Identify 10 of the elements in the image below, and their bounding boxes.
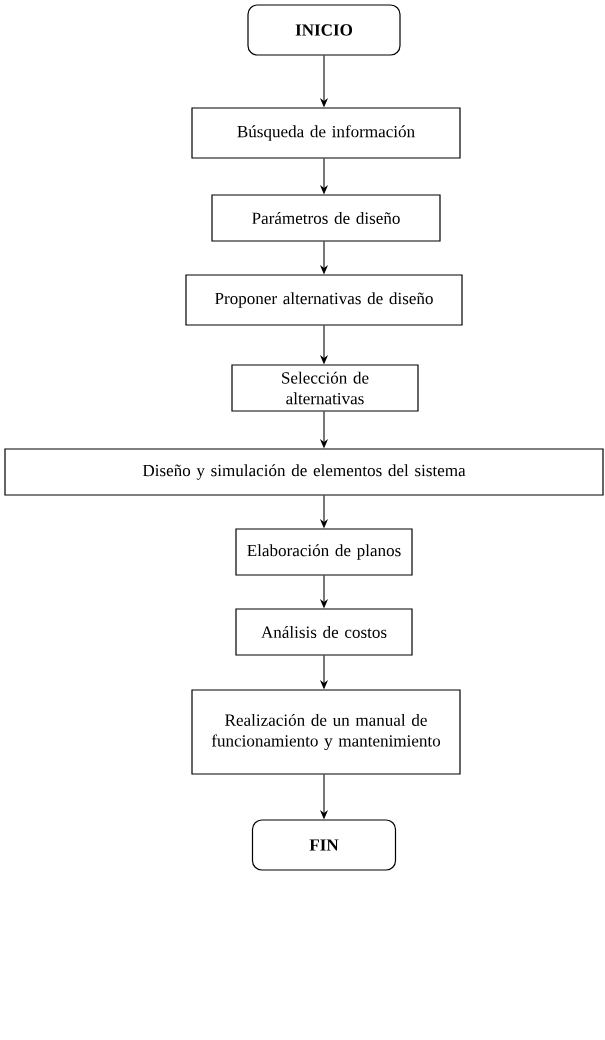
process-box: Parámetros de diseño [211, 194, 441, 242]
process-box: Proponer alternativas de diseño [185, 274, 463, 326]
process-box: Realización de un manual de funcionamiento y mantenimiento [191, 689, 461, 775]
start-terminal: INICIO [247, 4, 401, 56]
end-terminal: FIN [251, 819, 397, 871]
process-box: Análisis de costos [235, 608, 413, 656]
process-box: Diseño y simulación de elementos del sistema [4, 448, 604, 496]
process-box: Búsqueda de información [191, 107, 461, 159]
process-box: Selección de alternativas [231, 364, 419, 412]
process-box: Elaboración de planos [235, 528, 413, 576]
